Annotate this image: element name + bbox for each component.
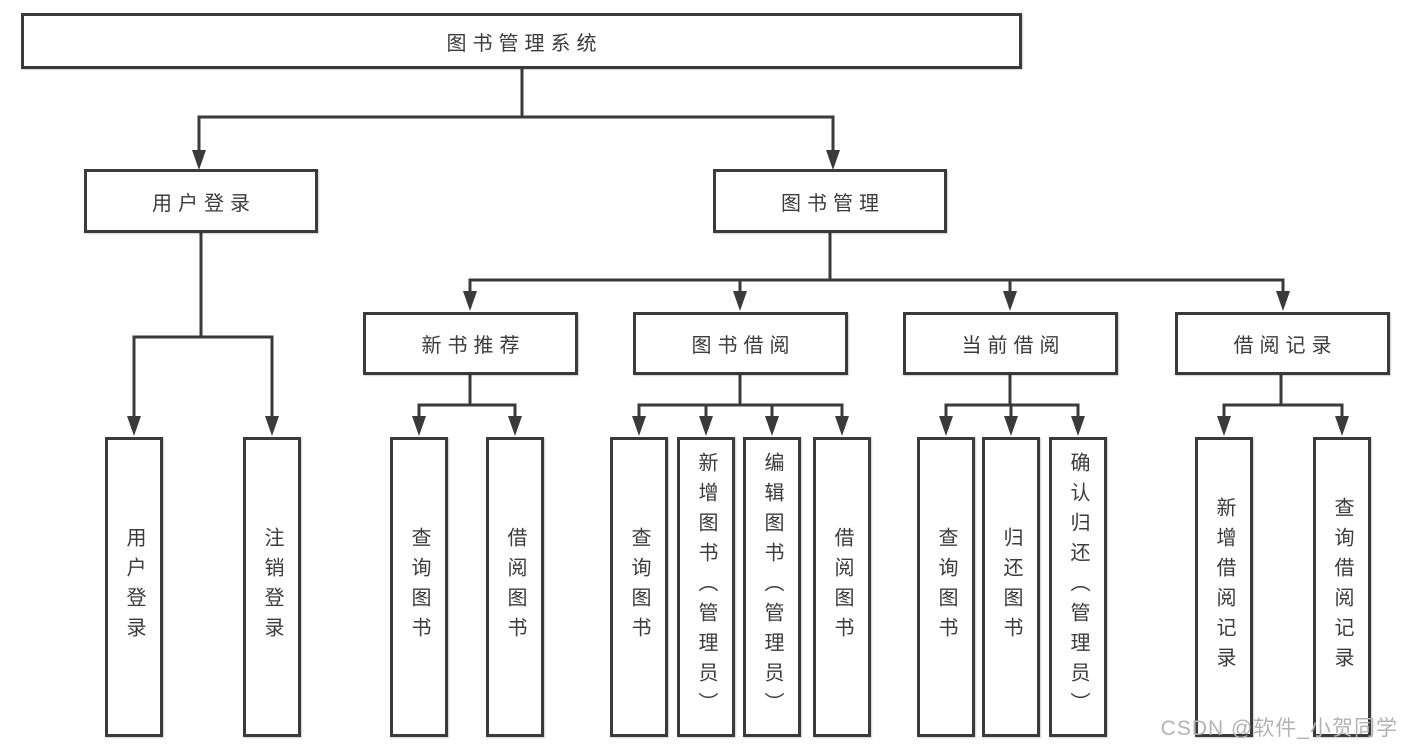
leaf-query-borrow-record: 查询借阅记录 — [1313, 437, 1371, 737]
leaf-add-borrow-record: 新增借阅记录 — [1195, 437, 1253, 737]
node-book-borrow-label: 图书借阅 — [691, 335, 796, 357]
node-user-login-label: 用户登录 — [152, 192, 256, 215]
leaf-confirm-return-admin-label: 确认归还（管理员） — [1067, 452, 1089, 722]
leaf-borrow-book-label: 借阅图书 — [831, 527, 853, 647]
leaf-query-book-recommend: 查询图书 — [390, 437, 448, 737]
node-book-management: 图书管理 — [713, 169, 947, 233]
leaf-query-book-current: 查询图书 — [917, 437, 975, 737]
leaf-borrow-book-recommend: 借阅图书 — [486, 437, 544, 737]
leaf-query-borrow-record-label: 查询借阅记录 — [1331, 497, 1353, 677]
csdn-watermark: CSDN @软件_小贺同学 — [1160, 717, 1398, 740]
leaf-query-book-current-label: 查询图书 — [935, 527, 957, 647]
leaf-logout-label: 注销登录 — [261, 527, 283, 647]
leaf-add-borrow-record-label: 新增借阅记录 — [1213, 497, 1235, 677]
leaf-edit-book-admin-label: 编辑图书（管理员） — [761, 452, 783, 722]
node-new-book-recommend: 新书推荐 — [363, 312, 578, 375]
leaf-borrow-book-recommend-label: 借阅图书 — [504, 527, 526, 647]
node-book-management-label: 图书管理 — [781, 192, 885, 215]
leaf-return-book-label: 归还图书 — [1000, 527, 1022, 647]
leaf-add-book-admin: 新增图书（管理员） — [677, 437, 735, 737]
node-current-borrow-label: 当前借阅 — [961, 335, 1066, 357]
leaf-edit-book-admin: 编辑图书（管理员） — [743, 437, 801, 737]
leaf-add-book-admin-label: 新增图书（管理员） — [695, 452, 717, 722]
leaf-return-book: 归还图书 — [982, 437, 1040, 737]
leaf-query-book-borrow: 查询图书 — [610, 437, 668, 737]
leaf-borrow-book: 借阅图书 — [813, 437, 871, 737]
leaf-confirm-return-admin: 确认归还（管理员） — [1049, 437, 1107, 737]
node-root: 图书管理系统 — [21, 13, 1022, 69]
leaf-user-login: 用户登录 — [105, 437, 163, 737]
node-borrow-records-label: 借阅记录 — [1233, 335, 1338, 357]
node-current-borrow: 当前借阅 — [903, 312, 1118, 375]
node-user-login: 用户登录 — [84, 169, 318, 233]
node-root-label: 图书管理系统 — [446, 32, 603, 55]
leaf-query-book-recommend-label: 查询图书 — [408, 527, 430, 647]
node-new-book-recommend-label: 新书推荐 — [421, 335, 526, 357]
leaf-query-book-borrow-label: 查询图书 — [628, 527, 650, 647]
leaf-logout: 注销登录 — [243, 437, 301, 737]
leaf-user-login-label: 用户登录 — [123, 527, 145, 647]
node-borrow-records: 借阅记录 — [1175, 312, 1390, 375]
node-book-borrow: 图书借阅 — [633, 312, 848, 375]
